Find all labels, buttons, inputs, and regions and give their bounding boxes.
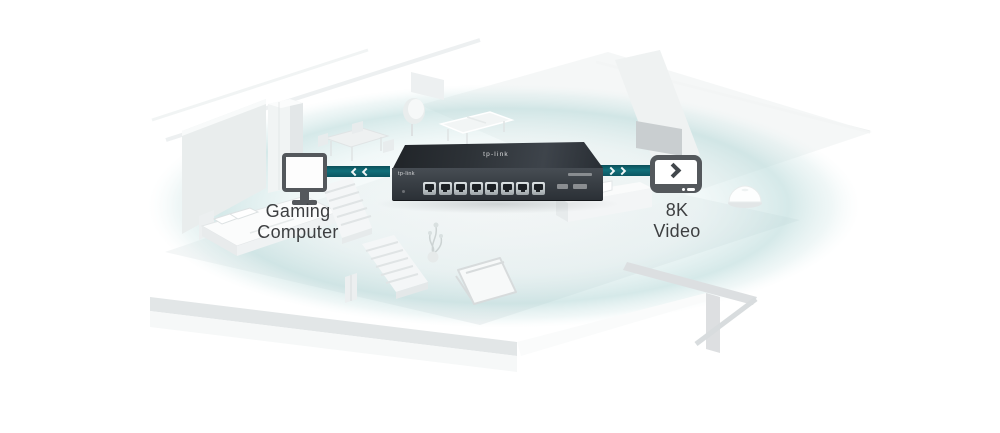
ethernet-port-row: [423, 182, 545, 195]
switch-top-face: tp-link: [393, 142, 603, 168]
rj45-port: [423, 182, 436, 195]
8k-video-label-line2: Video: [653, 221, 701, 241]
switch-top-brand-label: tp-link: [483, 151, 509, 158]
progress-dot: [682, 188, 685, 191]
ethernet-cable-right: [600, 165, 657, 176]
ethernet-cable-left: [326, 166, 390, 177]
progress-bar: [687, 188, 695, 191]
network-switch: tp-link tp-link: [388, 142, 604, 204]
rj45-port: [454, 182, 467, 195]
monitor-icon: [282, 153, 327, 206]
left-wall: [182, 99, 266, 234]
treadmill-illustration: [455, 257, 517, 305]
monitor-stand: [300, 191, 309, 200]
plant-illustration: [427, 222, 443, 263]
floor-edges: [150, 262, 758, 372]
switch-front-brand-label: tp-link: [398, 171, 415, 177]
8k-video-label: 8K Video: [627, 200, 727, 242]
table-illustration: [438, 111, 515, 145]
router-dome-illustration: [728, 185, 762, 208]
bed-illustration: [199, 195, 340, 256]
gaming-computer-label-line2: Computer: [257, 222, 339, 242]
video-player-icon: [650, 155, 702, 193]
monitor-screen: [282, 153, 327, 192]
rj45-port: [485, 182, 498, 195]
switch-model-marking: [568, 173, 592, 176]
staircase-upper: [322, 177, 372, 244]
8k-video-label-line1: 8K: [665, 200, 689, 220]
rj45-port: [531, 182, 545, 195]
switch-front-face: tp-link: [392, 168, 603, 201]
switch-led-indicator: [402, 190, 405, 193]
speed-badge-marking: [573, 184, 587, 189]
gaming-computer-label-line1: Gaming: [265, 201, 331, 221]
rj45-port: [500, 182, 514, 195]
tv-wall-illustration: [615, 50, 700, 166]
monitor-base: [292, 200, 317, 205]
speed-badge-marking: [557, 184, 568, 189]
staircase-lower: [362, 235, 428, 299]
right-direction-chevrons-icon: [606, 166, 627, 175]
dining-set-illustration: [318, 121, 394, 161]
rj45-port: [438, 182, 452, 195]
rj45-port: [516, 182, 529, 195]
rj45-port: [469, 182, 483, 195]
play-arrow-icon: [665, 162, 682, 179]
gaming-computer-label: Gaming Computer: [228, 201, 368, 243]
wall-fan-illustration: [403, 72, 444, 136]
pillar-illustration: [345, 273, 357, 303]
left-direction-chevrons-icon: [350, 167, 371, 176]
